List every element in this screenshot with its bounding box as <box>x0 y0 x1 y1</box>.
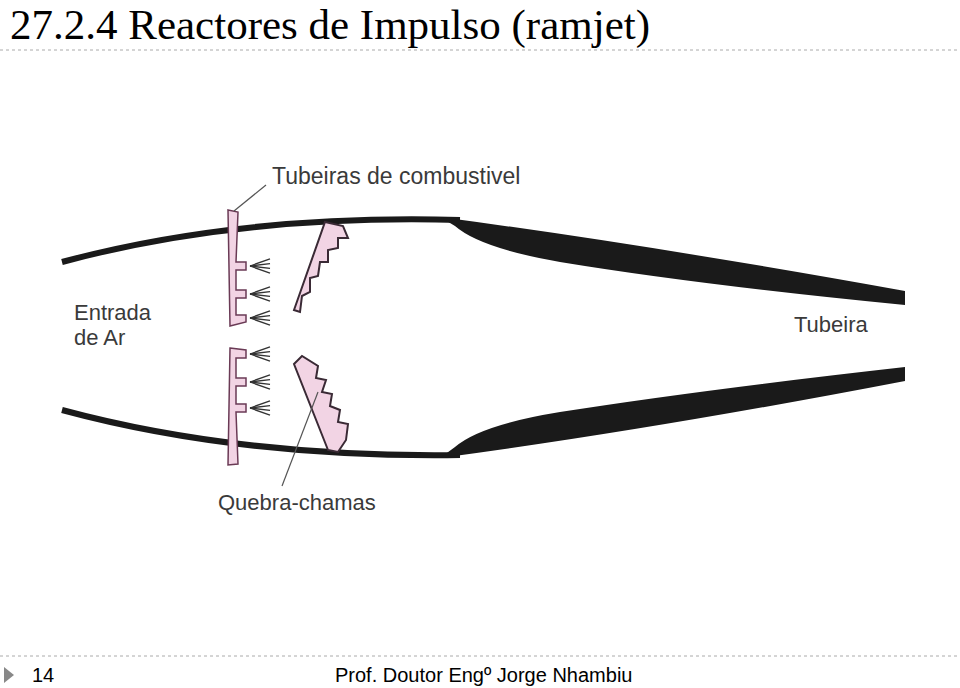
part-label: Quebra-chamas <box>218 490 376 516</box>
lower-wall <box>62 410 460 455</box>
part-label: Tubeira <box>794 312 868 338</box>
footer-marker <box>4 667 14 683</box>
upper-wall <box>62 219 460 262</box>
part-label: Tubeiras de combustivel <box>272 163 520 190</box>
leader-line <box>282 392 318 486</box>
part-label: Entrada de Ar <box>74 300 169 351</box>
footer-rule <box>0 656 960 657</box>
title-rule <box>0 50 960 51</box>
footer-author: Prof. Doutor Engº Jorge Nhambiu <box>335 664 632 687</box>
lower-nozzle-wall <box>440 367 905 458</box>
upper-nozzle-wall <box>440 217 905 305</box>
flame-holder <box>294 222 348 452</box>
leader-line <box>234 185 266 211</box>
fuel-spray <box>250 259 270 415</box>
slide-title: 27.2.4 Reactores de Impulso (ramjet) <box>10 0 650 49</box>
fuel-injector <box>228 210 246 465</box>
page-number: 14 <box>32 664 54 687</box>
